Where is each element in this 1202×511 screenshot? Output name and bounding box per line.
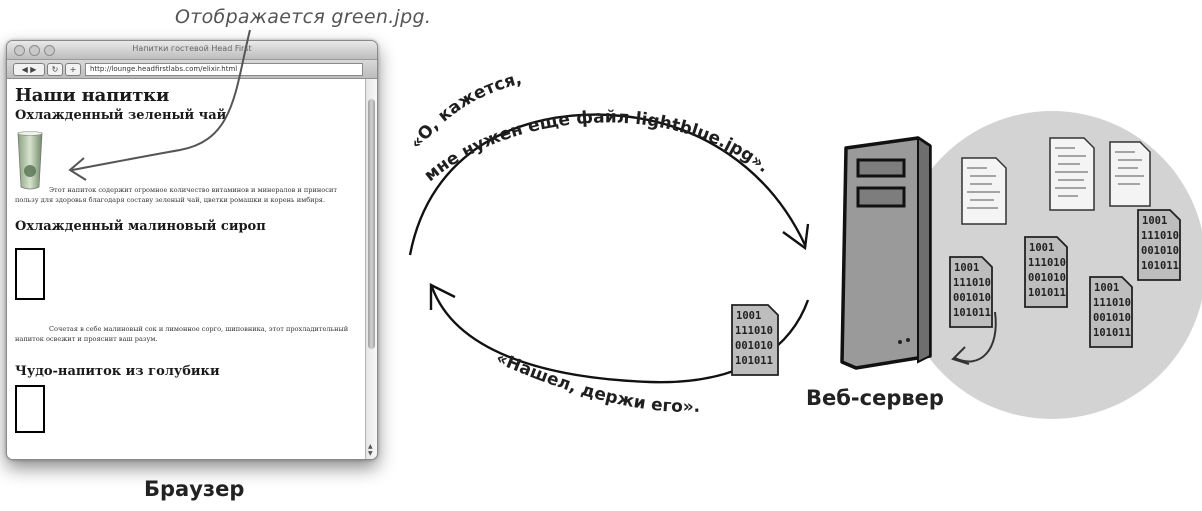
file-binary-text: 1001	[736, 310, 761, 322]
file-binary-text: 111010	[735, 325, 773, 337]
file-binary-text: 1001	[1142, 215, 1167, 227]
annotation-arrowhead	[68, 157, 87, 181]
file-binary-text: 101011	[1028, 287, 1066, 299]
file-binary-text: 111010	[1093, 297, 1131, 309]
request-arrowhead	[782, 223, 810, 251]
response-arrow	[430, 286, 810, 384]
file-binary-text: 001010	[735, 340, 773, 352]
close-window-button[interactable]	[14, 45, 25, 56]
window-titlebar: Напитки гостевой Head First	[7, 41, 377, 60]
html-file-icon	[1109, 141, 1151, 207]
file-binary-text: 001010	[1141, 245, 1179, 257]
drink-description-raspberry: Сочетая в себе малиновый сок и лимонное …	[15, 325, 349, 343]
zoom-window-button[interactable]	[44, 45, 55, 56]
annotation-displays-green: Отображается green.jpg.	[175, 6, 432, 28]
back-forward-buttons[interactable]: ◀ ▶	[13, 63, 45, 76]
vertical-scrollbar[interactable]: ▲▼	[365, 79, 377, 459]
window-controls	[14, 45, 55, 56]
server-fetch-arrow	[954, 311, 997, 363]
address-bar[interactable]: http://lounge.headfirstlabs.com/elixir.h…	[85, 63, 363, 76]
file-binary-text: 101011	[735, 355, 773, 367]
window-title: Напитки гостевой Head First	[132, 44, 252, 53]
missing-image-placeholder	[15, 385, 45, 433]
file-binary-text: 001010	[1093, 312, 1131, 324]
image-file-icon: 1001 111010 001010 101011	[1024, 236, 1068, 308]
drink-raspberry: Сочетая в себе малиновый сок и лимонное …	[15, 238, 357, 364]
drink-title-green-tea: Охлажденный зеленый чай	[15, 108, 227, 123]
drink-title-blueberry: Чудо-напиток из голубики	[15, 364, 220, 379]
file-binary-text: 1001	[1094, 282, 1119, 294]
green-tea-glass-image	[17, 131, 43, 190]
response-caption: «Нашел, держи его».	[493, 348, 700, 417]
missing-image-placeholder	[15, 248, 45, 300]
reload-icon[interactable]: ↻	[47, 63, 63, 76]
drink-blueberry	[15, 385, 357, 433]
file-binary-text: 001010	[953, 292, 991, 304]
request-arrow	[408, 113, 807, 256]
image-file-icon: 1001 111010 001010 101011	[949, 256, 993, 328]
add-bookmark-icon[interactable]: +	[65, 63, 81, 76]
file-binary-text: 101011	[1141, 260, 1179, 272]
image-file-icon: 1001 111010 001010 101011	[1137, 209, 1181, 281]
image-file-icon: 1001 111010 001010 101011	[731, 304, 779, 376]
scroll-arrows-icon[interactable]: ▲▼	[368, 443, 373, 457]
html-file-icon	[1049, 137, 1095, 211]
annotation-arrow	[71, 29, 251, 171]
browser-toolbar: ◀ ▶ ↻ + http://lounge.headfirstlabs.com/…	[7, 60, 377, 79]
browser-window: Напитки гостевой Head First ◀ ▶ ↻ + http…	[6, 40, 378, 460]
file-binary-text: 001010	[1028, 272, 1066, 284]
file-binary-text: 111010	[953, 277, 991, 289]
scrollbar-thumb[interactable]	[368, 99, 375, 349]
request-caption-line2: мне нужен еще файл lightblue.jpg».	[421, 107, 774, 185]
server-fetch-arrowhead	[951, 346, 970, 365]
html-file-icon	[961, 157, 1007, 225]
file-binary-text: 1001	[1029, 242, 1054, 254]
server-tower-icon	[840, 136, 932, 370]
server-label: Веб-сервер	[806, 386, 944, 410]
file-binary-text: 1001	[954, 262, 979, 274]
drink-title-raspberry: Охлажденный малиновый сироп	[15, 219, 266, 234]
file-binary-text: 101011	[953, 307, 991, 319]
browser-label: Браузер	[144, 477, 245, 501]
drink-green-tea: Этот напиток содержит огромное количеств…	[15, 129, 357, 219]
file-binary-text: 111010	[1028, 257, 1066, 269]
image-file-icon: 1001 111010 001010 101011	[1089, 276, 1133, 348]
file-binary-text: 111010	[1141, 230, 1179, 242]
page-heading: Наши напитки	[15, 85, 170, 106]
minimize-window-button[interactable]	[29, 45, 40, 56]
drink-description-green-tea: Этот напиток содержит огромное количеств…	[15, 186, 337, 204]
response-arrowhead	[429, 283, 456, 310]
page-content: Наши напитки Охлажденный зеленый чай Это…	[7, 79, 365, 459]
file-binary-text: 101011	[1093, 327, 1131, 339]
